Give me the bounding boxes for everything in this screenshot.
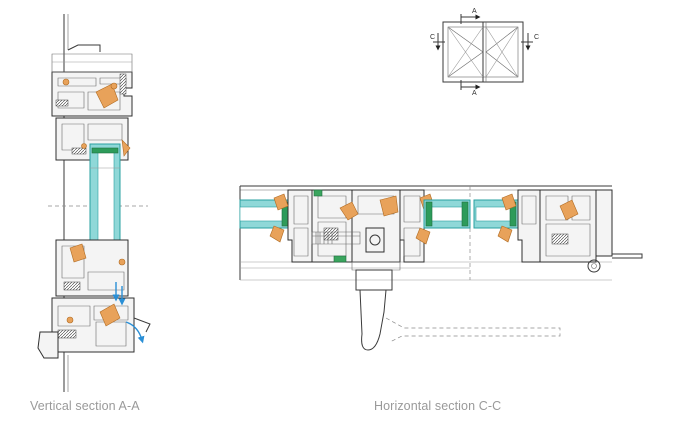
vertical-spacer-top xyxy=(91,147,119,154)
key-plan-left-sash-lines xyxy=(447,26,484,78)
horizontal-left-frame-profile xyxy=(269,189,353,263)
horizontal-right-glazing xyxy=(473,199,519,229)
vertical-bottom-sash-profile xyxy=(55,239,129,297)
vertical-section-caption: Vertical section A-A xyxy=(30,399,140,413)
vertical-sill-nose xyxy=(37,331,59,359)
key-plan-right-sash-lines xyxy=(485,26,519,78)
lock-case xyxy=(365,227,385,253)
horizontal-section xyxy=(239,185,643,351)
key-plan: A A C C xyxy=(430,8,539,97)
window-handle xyxy=(355,269,561,351)
head-gasket xyxy=(95,83,119,109)
hinge-pin xyxy=(587,259,601,273)
horizontal-central-mullion xyxy=(311,189,401,271)
section-c-right-label: C xyxy=(534,34,539,41)
vertical-section xyxy=(37,14,151,392)
vertical-sill-profile xyxy=(37,297,151,359)
vertical-head-profile xyxy=(51,53,133,117)
horizontal-right-frame-profile xyxy=(497,189,643,273)
drainage-arrows xyxy=(112,282,145,344)
handle-open-position xyxy=(385,317,561,343)
section-c-left-label: C xyxy=(430,34,435,41)
horizontal-left-glazing xyxy=(239,199,291,229)
section-a-bottom-label: A xyxy=(472,90,477,97)
lock-bolt xyxy=(311,231,361,245)
horizontal-section-caption: Horizontal section C-C xyxy=(374,399,502,413)
handle-grip xyxy=(359,289,387,351)
section-a-top-label: A xyxy=(472,8,477,15)
horizontal-middle-glazing xyxy=(423,199,471,229)
